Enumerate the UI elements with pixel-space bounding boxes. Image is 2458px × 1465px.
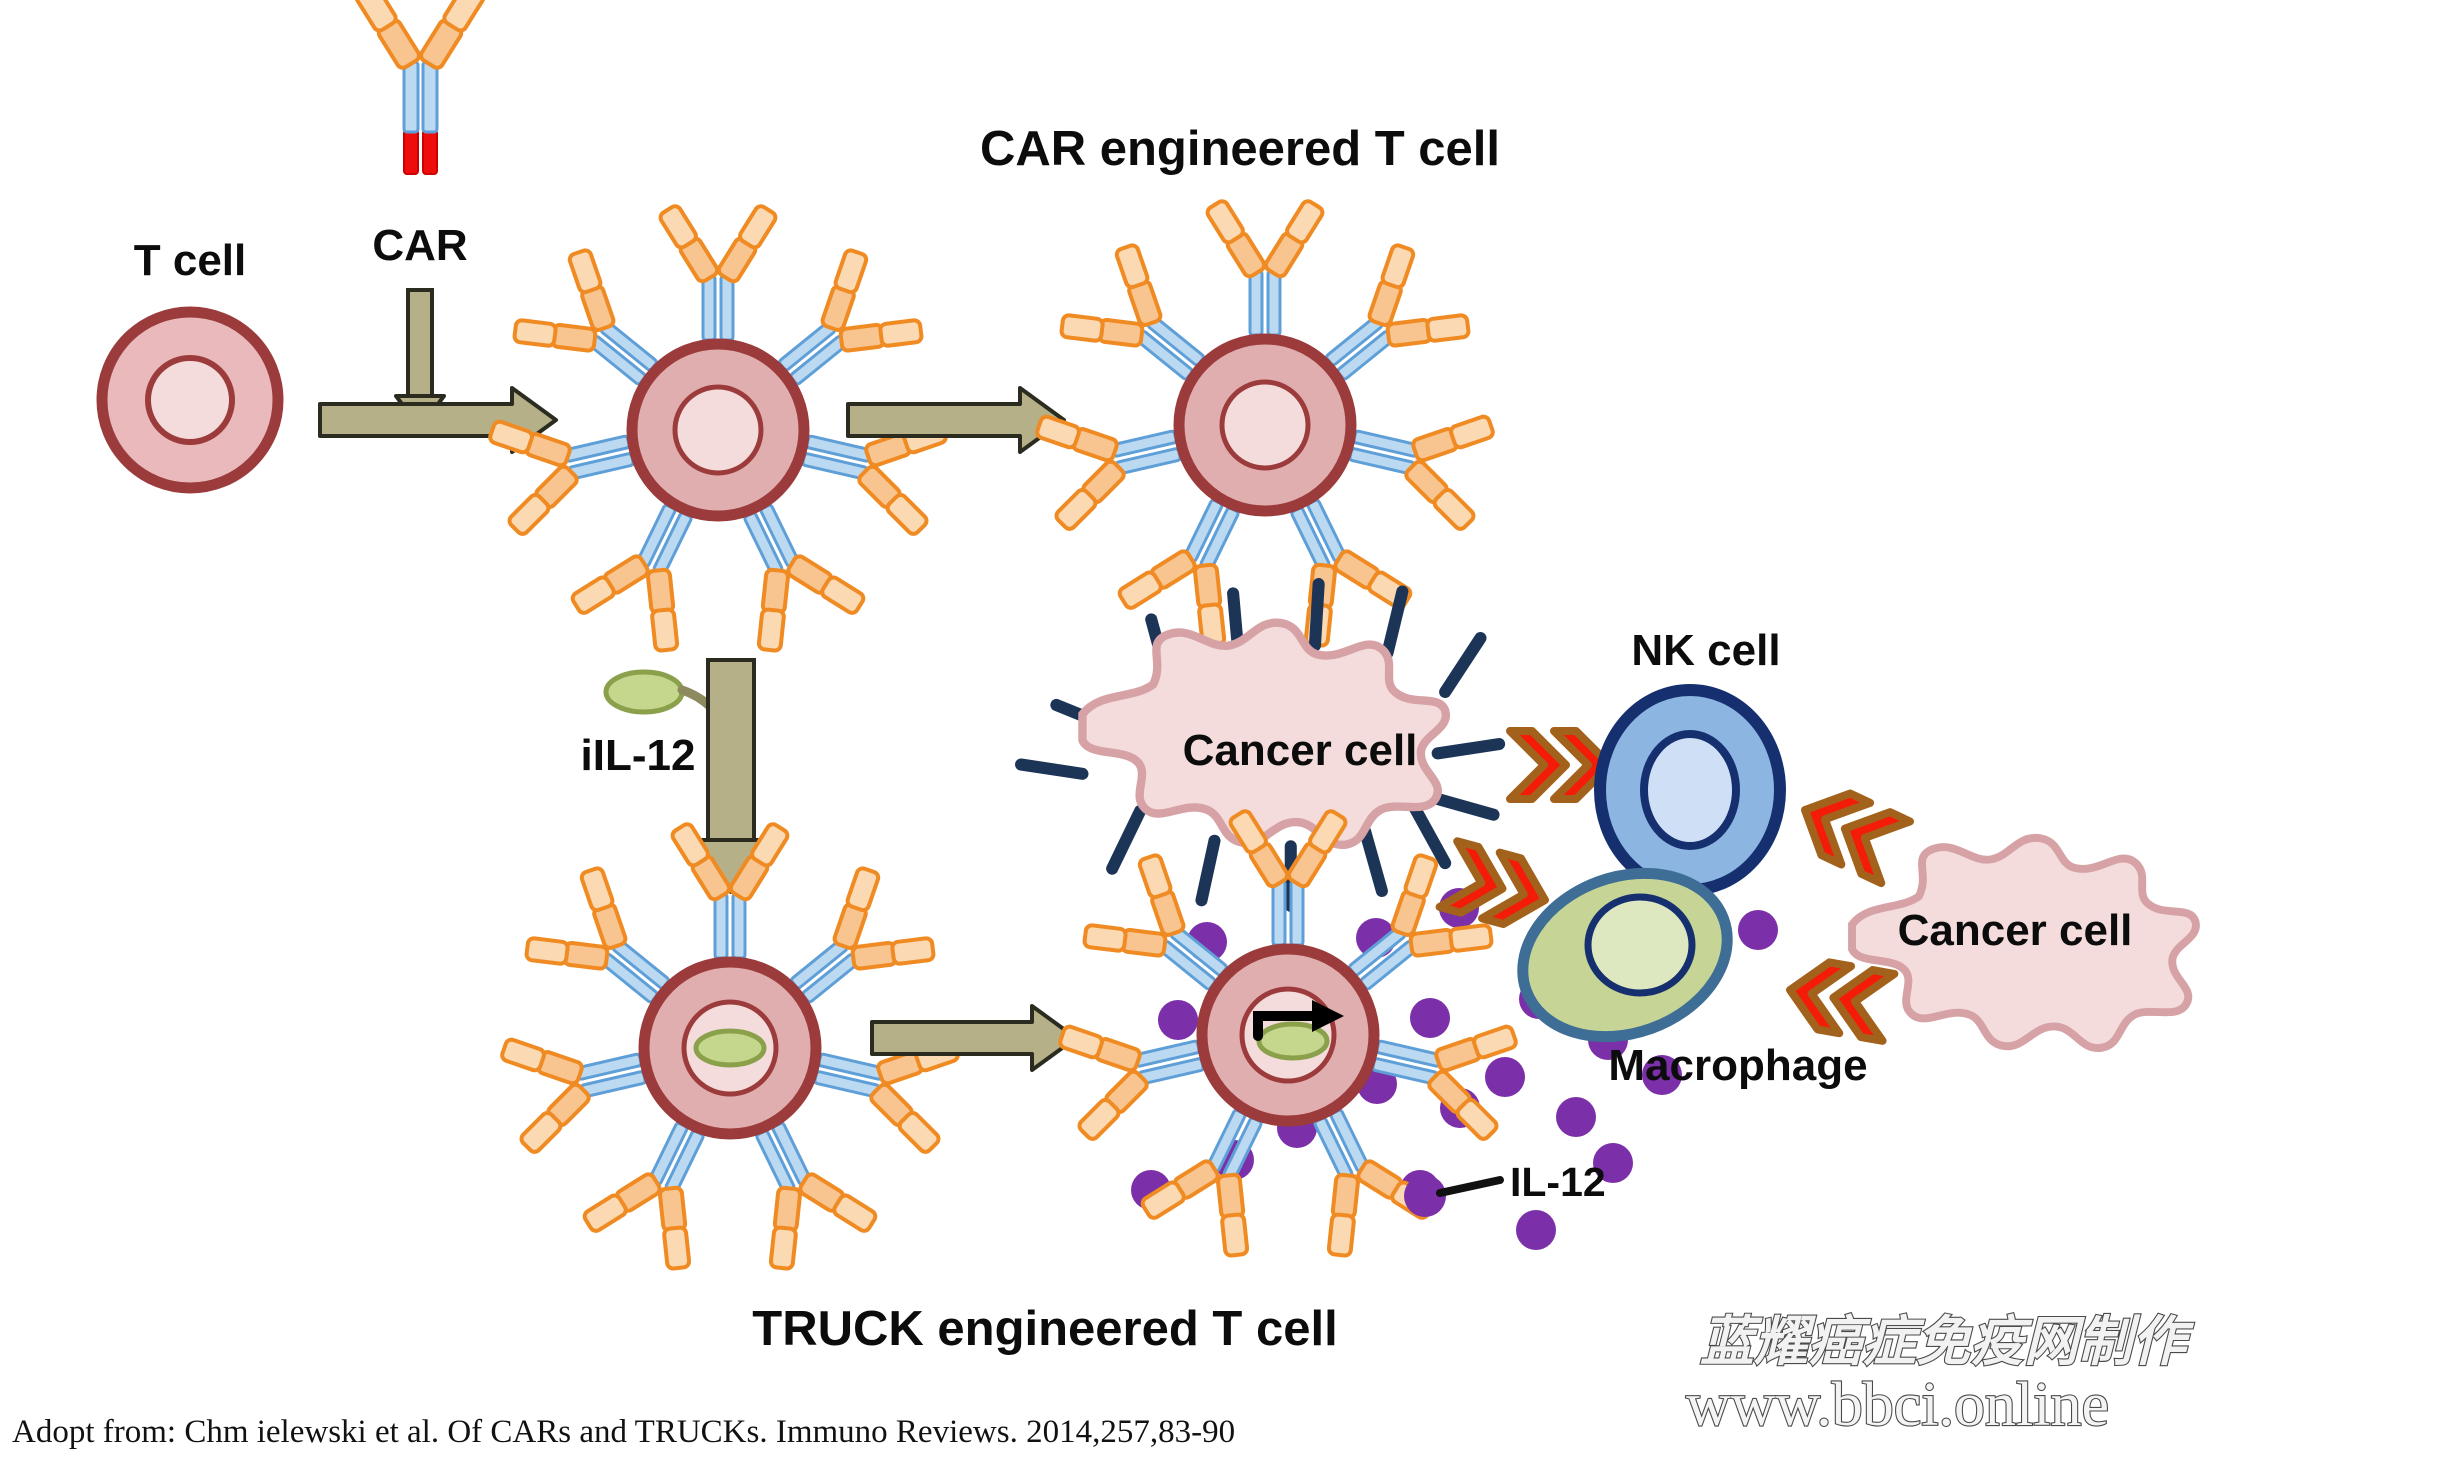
citation-text: Adopt from: Chm ielewski et al. Of CARs … <box>12 1414 1235 1450</box>
macrophage-cell <box>1517 867 1733 1043</box>
cancer-cell-top-label: Cancer cell <box>1183 726 1418 775</box>
watermark-url: www.bbci.online <box>1686 1371 2109 1439</box>
nk-cell-label: NK cell <box>1631 626 1780 675</box>
il12-leader-line <box>1436 1176 1504 1197</box>
il12-legend-dot <box>1404 1175 1446 1217</box>
il12-transgene-icon <box>693 1028 767 1068</box>
car-t-cell <box>482 202 954 659</box>
car-label: CAR <box>372 221 467 270</box>
cancer-cell-top <box>1015 578 1506 912</box>
car-t-cell-engaging <box>1029 197 1501 654</box>
t-cell-naive <box>96 306 284 494</box>
watermark-chinese: 蓝耀癌症免疫网制作 <box>1700 1312 2195 1372</box>
il12-legend <box>1404 1175 1504 1217</box>
t-cell-label: T cell <box>134 236 247 285</box>
nk-cell <box>1594 684 1786 896</box>
cancer-cell-right-label: Cancer cell <box>1898 906 2133 955</box>
arrow-truck-to-secreting <box>870 1004 1078 1072</box>
truck-t-cell-secreting <box>1052 807 1524 1264</box>
macrophage-label: Macrophage <box>1608 1041 1867 1090</box>
il12-transgene-icon <box>1256 1021 1330 1061</box>
page-title-top: CAR engineered T cell <box>980 122 1500 176</box>
page-title-bottom: TRUCK engineered T cell <box>752 1302 1337 1356</box>
iil12-label: iIL-12 <box>581 731 696 780</box>
il12-legend-label: IL-12 <box>1510 1159 1606 1205</box>
transcription-arrow-icon <box>1253 1000 1344 1041</box>
truck-t-cell <box>494 820 966 1277</box>
